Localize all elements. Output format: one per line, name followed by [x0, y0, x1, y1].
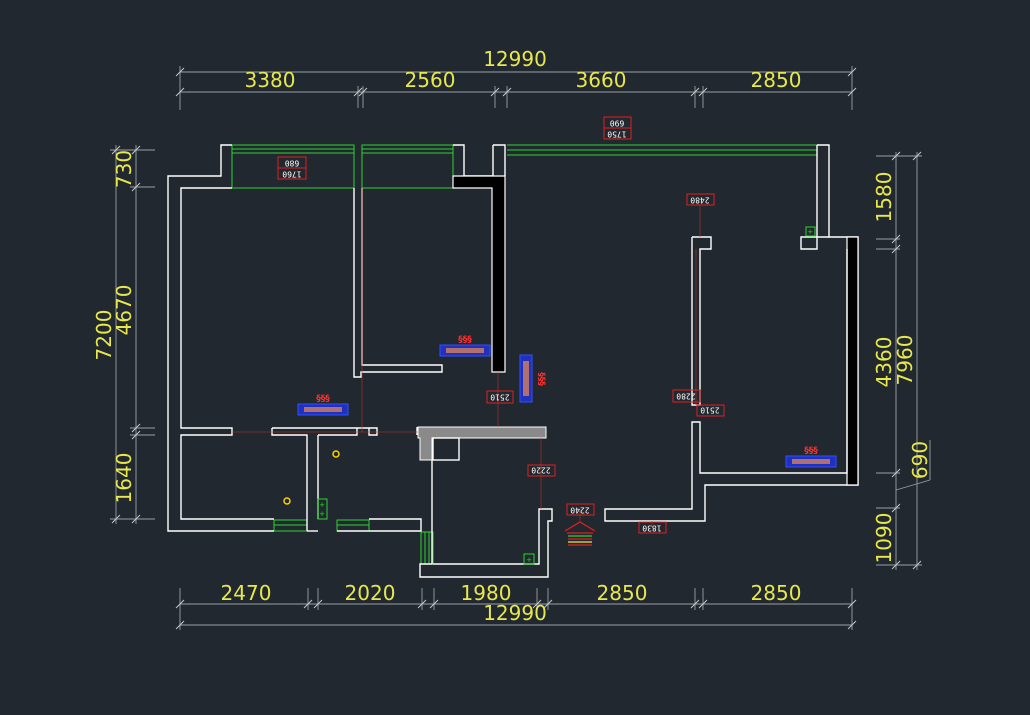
- tags: 680 1760 690 1750 2480 2510 2280 2510 22…: [277, 116, 725, 534]
- tag-1830: 1830: [638, 521, 667, 534]
- right-segment-3-label: 1090: [872, 513, 896, 564]
- tag-2280: 2280: [672, 389, 701, 403]
- top-segment-1-label: 3380: [245, 68, 296, 92]
- right-dimension-chain: 1580 4360 7960 690 1090: [872, 151, 932, 570]
- guide-lines: [232, 188, 701, 527]
- svg-text:1750: 1750: [607, 130, 626, 139]
- tag-2510-corridor: 2510: [486, 390, 514, 404]
- svg-text:+: +: [319, 510, 325, 518]
- svg-text:§§§: §§§: [536, 372, 546, 386]
- radiator-bedroom: §§§: [297, 394, 349, 416]
- tag-bedroom-window: 680 1760: [277, 156, 307, 180]
- top-segment-4-label: 2850: [751, 68, 802, 92]
- svg-text:2280: 2280: [676, 392, 695, 401]
- top-total-label: 12990: [483, 47, 547, 71]
- top-segment-2-label: 2560: [405, 68, 456, 92]
- svg-text:2240: 2240: [570, 506, 589, 515]
- ceiling-light-icon: [332, 450, 340, 458]
- kitchen-window: [420, 531, 434, 565]
- bottom-segment-2-label: 2020: [345, 581, 396, 605]
- tag-2240: 2240: [566, 503, 595, 516]
- bottom-segment-1-label: 2470: [221, 581, 272, 605]
- svg-text:+: +: [526, 556, 532, 564]
- entrance-arrow-icon: [564, 521, 596, 546]
- svg-text:2220: 2220: [531, 466, 550, 475]
- svg-text:2510: 2510: [490, 393, 509, 402]
- left-dimension-chain: 7200 730 4670 1640: [92, 145, 155, 524]
- svg-text:+: +: [807, 228, 813, 236]
- left-segment-1-label: 730: [112, 150, 136, 188]
- walls: [167, 144, 859, 578]
- outlet-icon: +: [805, 226, 816, 237]
- tag-2480: 2480: [686, 193, 715, 206]
- svg-text:§§§: §§§: [804, 446, 818, 456]
- svg-text:§§§: §§§: [458, 335, 472, 345]
- svg-text:680: 680: [285, 159, 300, 168]
- bottom-segment-3-label: 1980: [461, 581, 512, 605]
- bedroom-window: [231, 144, 355, 189]
- left-segment-2-label: 4670: [112, 285, 136, 336]
- windows: [231, 144, 817, 565]
- svg-text:2480: 2480: [690, 196, 709, 205]
- right-total-label: 7960: [893, 335, 917, 386]
- tag-2220: 2220: [527, 464, 556, 477]
- radiators: §§§ §§§ §§§ §§§: [297, 335, 837, 468]
- bottom-total-label: 12990: [483, 601, 547, 625]
- svg-text:+: +: [319, 501, 325, 509]
- svg-text:1830: 1830: [642, 524, 661, 533]
- left-total-label: 7200: [92, 310, 116, 361]
- right-segment-2-label: 4360: [872, 337, 896, 388]
- right-segment-1-label: 1580: [872, 172, 896, 223]
- tag-living-window: 690 1750: [603, 116, 632, 140]
- svg-text:2510: 2510: [700, 406, 719, 415]
- radiator-study: §§§: [439, 335, 491, 357]
- radiator-living: §§§: [785, 446, 837, 468]
- top-segment-3-label: 3660: [576, 68, 627, 92]
- bottom-dimension-chain: 2470 2020 1980 2850 2850 12990: [175, 581, 857, 630]
- right-extra-label: 690: [908, 441, 932, 479]
- bottom-segment-5-label: 2850: [751, 581, 802, 605]
- outlet-icon: +: [523, 553, 535, 565]
- bottom-segment-4-label: 2850: [597, 581, 648, 605]
- left-segment-3-label: 1640: [112, 453, 136, 504]
- svg-text:§§§: §§§: [316, 394, 330, 404]
- svg-text:690: 690: [610, 119, 625, 128]
- outlet-icon: + +: [317, 498, 328, 520]
- fixtures: + + + +: [283, 226, 816, 565]
- tag-2510-living: 2510: [696, 404, 725, 417]
- top-dimension-chain: 12990 3380 2560 3660 2850: [175, 47, 857, 110]
- study-window: [361, 144, 454, 189]
- radiator-corridor: §§§: [519, 354, 546, 403]
- ceiling-light-icon: [283, 497, 291, 505]
- svg-text:1760: 1760: [282, 170, 301, 179]
